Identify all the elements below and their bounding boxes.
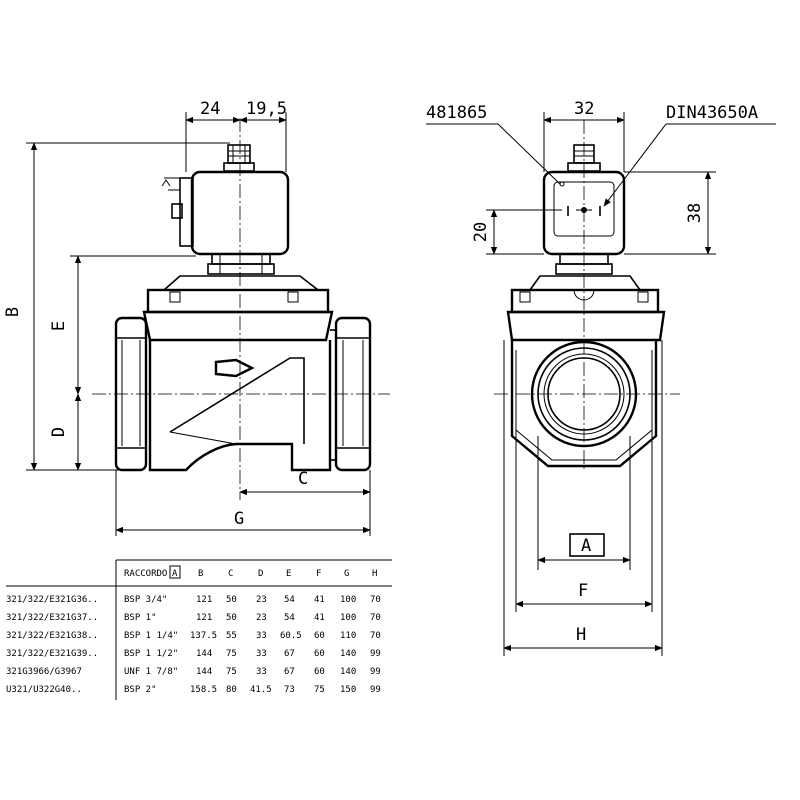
table-cell-g: 100 xyxy=(340,613,356,623)
table-cell-b: 158.5 xyxy=(190,685,217,695)
table-cell-f: 60 xyxy=(314,649,325,659)
table-header-e: E xyxy=(286,569,291,579)
table-row: U321/U322G40.. BSP 2" 158.5 80 41.5 73 7… xyxy=(6,685,381,695)
table-cell-g: 150 xyxy=(340,685,356,695)
table-cell-d: 23 xyxy=(256,613,267,623)
table-cell-d: 33 xyxy=(256,667,267,677)
table-cell-e: 54 xyxy=(284,595,295,605)
table-cell-c: 80 xyxy=(226,685,237,695)
table-cell-g: 100 xyxy=(340,595,356,605)
valve-cover xyxy=(142,275,334,342)
dim-20-label: 20 xyxy=(471,222,491,242)
table-cell-f: 41 xyxy=(314,595,325,605)
table-header-f: F xyxy=(316,569,321,579)
part-din-label: DIN43650A xyxy=(666,103,758,123)
table-cell-h: 99 xyxy=(370,649,381,659)
table-cell-b: 121 xyxy=(196,613,212,623)
table-cell-model: 321/322/E321G36.. xyxy=(6,595,98,605)
table-cell-d: 33 xyxy=(256,631,267,641)
table-header-d: D xyxy=(258,569,263,579)
table-cell-h: 70 xyxy=(370,613,381,623)
part-481865-label: 481865 xyxy=(426,103,487,123)
dim-e-label: E xyxy=(49,321,69,331)
table-header-h: H xyxy=(372,569,377,579)
end-view: 481865 DIN43650A 32 20 38 A F H xyxy=(426,99,776,656)
table-cell-h: 99 xyxy=(370,685,381,695)
table-cell-c: 75 xyxy=(226,667,237,677)
valve-body xyxy=(148,340,332,472)
dim-g-label: G xyxy=(234,509,244,529)
table-cell-model: U321/U322G40.. xyxy=(6,685,82,695)
table-header-a: A xyxy=(172,569,178,579)
coil-top-nut xyxy=(223,144,255,172)
dim-f-label: F xyxy=(578,581,588,601)
table-cell-d: 41.5 xyxy=(250,685,272,695)
table-cell-d: 23 xyxy=(256,595,267,605)
coil-stem xyxy=(207,253,275,275)
table-cell-c: 75 xyxy=(226,649,237,659)
table-header-raccordo: RACCORDO xyxy=(124,569,167,579)
table-cell-h: 70 xyxy=(370,595,381,605)
dim-24-label: 24 xyxy=(200,99,220,119)
table-cell-c: 50 xyxy=(226,613,237,623)
table-header-g: G xyxy=(344,569,349,579)
dimension-table: RACCORDO A B C D E F G H 321/322/E321G36… xyxy=(6,559,392,700)
table-cell-c: 50 xyxy=(226,595,237,605)
table-cell-conn: BSP 3/4" xyxy=(124,595,167,605)
table-cell-model: 321/322/E321G38.. xyxy=(6,631,98,641)
table-cell-b: 144 xyxy=(196,649,212,659)
table-cell-e: 60.5 xyxy=(280,631,302,641)
table-cell-g: 140 xyxy=(340,667,356,677)
dim-b-label: B xyxy=(3,307,23,317)
dim-a-label: A xyxy=(581,536,591,556)
table-cell-h: 99 xyxy=(370,667,381,677)
table-cell-e: 67 xyxy=(284,649,295,659)
flow-arrow-icon xyxy=(214,358,255,378)
table-cell-d: 33 xyxy=(256,649,267,659)
dim-19-5-label: 19,5 xyxy=(246,99,287,119)
table-cell-model: 321/322/E321G37.. xyxy=(6,613,98,623)
table-cell-e: 54 xyxy=(284,613,295,623)
table-cell-f: 41 xyxy=(314,613,325,623)
table-header-c: C xyxy=(228,569,233,579)
table-cell-b: 121 xyxy=(196,595,212,605)
coil-body xyxy=(161,170,290,256)
end-cover xyxy=(506,275,666,342)
table-cell-f: 60 xyxy=(314,631,325,641)
dim-32-label: 32 xyxy=(574,99,594,119)
dim-c-label: C xyxy=(298,469,308,489)
table-cell-e: 67 xyxy=(284,667,295,677)
table-cell-b: 137.5 xyxy=(190,631,217,641)
table-row: 321/322/E321G38.. BSP 1 1/4" 137.5 55 33… xyxy=(6,631,381,641)
table-cell-e: 73 xyxy=(284,685,295,695)
side-view: 24 19,5 B E D C G xyxy=(3,99,390,536)
dim-d-label: D xyxy=(49,427,69,437)
table-cell-conn: UNF 1 7/8" xyxy=(124,667,178,677)
dim-h-label: H xyxy=(576,625,586,645)
table-cell-f: 75 xyxy=(314,685,325,695)
table-row: 321/322/E321G37.. BSP 1" 121 50 23 54 41… xyxy=(6,613,381,623)
table-cell-conn: BSP 1 1/2" xyxy=(124,649,178,659)
table-row: 321/322/E321G39.. BSP 1 1/2" 144 75 33 6… xyxy=(6,649,381,659)
table-cell-model: 321/322/E321G39.. xyxy=(6,649,98,659)
dim-38-label: 38 xyxy=(685,203,705,223)
table-cell-c: 55 xyxy=(226,631,237,641)
table-cell-h: 70 xyxy=(370,631,381,641)
table-cell-f: 60 xyxy=(314,667,325,677)
dim-a-box xyxy=(569,533,605,557)
table-cell-model: 321G3966/G3967 xyxy=(6,667,82,677)
table-row: 321/322/E321G36.. BSP 3/4" 121 50 23 54 … xyxy=(6,595,381,605)
table-cell-g: 140 xyxy=(340,649,356,659)
table-cell-b: 144 xyxy=(196,667,212,677)
table-header-b: B xyxy=(198,569,203,579)
table-cell-conn: BSP 1" xyxy=(124,613,157,623)
table-cell-g: 110 xyxy=(340,631,356,641)
table-cell-conn: BSP 1 1/4" xyxy=(124,631,178,641)
table-row: 321G3966/G3967 UNF 1 7/8" 144 75 33 67 6… xyxy=(6,667,381,677)
table-cell-conn: BSP 2" xyxy=(124,685,157,695)
